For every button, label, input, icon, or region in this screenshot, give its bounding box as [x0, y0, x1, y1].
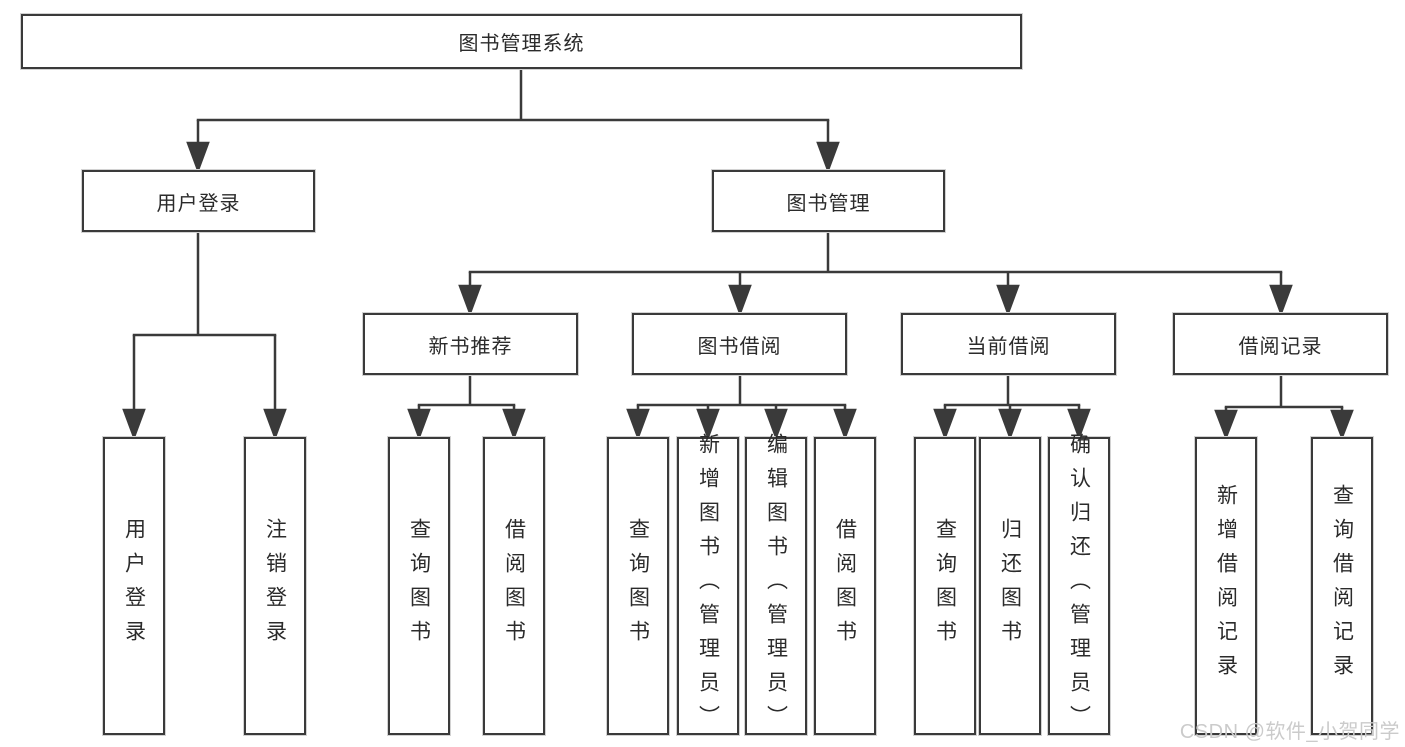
node-label: 图书管理: [786, 192, 871, 215]
node-label: 图书借阅: [697, 335, 782, 358]
leaf-query-borrow-record: 查询借阅记录: [1311, 437, 1373, 735]
leaf-label: 查询图书: [626, 518, 650, 654]
csdn-watermark: CSDN @软件_小贺同学: [1179, 721, 1400, 743]
leaf-logout: 注销登录: [244, 437, 306, 735]
leaf-add-borrow-record: 新增借阅记录: [1195, 437, 1257, 735]
connector-new-book-rec-children: [407, 375, 526, 441]
connector-user-login-children: [122, 232, 287, 441]
node-library-system: 图书管理系统: [21, 14, 1022, 69]
connector-book-borrow-children: [626, 375, 857, 441]
leaf-query-books-current: 查询图书: [914, 437, 976, 735]
node-book-management: 图书管理: [712, 170, 945, 232]
node-label: 用户登录: [156, 192, 241, 215]
leaf-confirm-return-admin: 确认归还（管理员）: [1048, 433, 1110, 739]
node-label: 当前借阅: [966, 335, 1051, 358]
leaf-label: 借阅图书: [833, 518, 857, 654]
connector-current-borrow-children: [933, 375, 1091, 441]
leaf-label: 查询图书: [407, 518, 431, 654]
leaf-edit-books-admin: 编辑图书（管理员）: [745, 433, 807, 739]
leaf-borrow-books: 借阅图书: [814, 437, 876, 735]
node-user-login: 用户登录: [82, 170, 315, 232]
leaf-user-login: 用户登录: [103, 437, 165, 735]
leaf-label: 用户登录: [122, 518, 146, 654]
node-label: 借阅记录: [1238, 335, 1323, 358]
leaf-label: 查询图书: [933, 518, 957, 654]
node-new-book-recommend: 新书推荐: [363, 313, 578, 375]
node-book-borrow: 图书借阅: [632, 313, 847, 375]
leaf-label: 确认归还（管理员）: [1067, 433, 1091, 739]
leaf-label: 编辑图书（管理员）: [764, 433, 788, 739]
leaf-label: 借阅图书: [502, 518, 526, 654]
node-label: 新书推荐: [428, 335, 513, 358]
node-borrow-records: 借阅记录: [1173, 313, 1388, 375]
connector-book-mgmt-groups: [458, 232, 1293, 317]
leaf-label: 查询借阅记录: [1330, 484, 1354, 688]
connector-root-to-level2: [186, 69, 840, 174]
connector-borrow-records-children: [1214, 375, 1354, 441]
leaf-borrow-books-recommend: 借阅图书: [483, 437, 545, 735]
leaf-return-books: 归还图书: [979, 437, 1041, 735]
node-label: 图书管理系统: [458, 33, 585, 55]
leaf-label: 新增借阅记录: [1214, 484, 1238, 688]
leaf-query-books-borrow: 查询图书: [607, 437, 669, 735]
leaf-label: 归还图书: [998, 518, 1022, 654]
leaf-label: 新增图书（管理员）: [696, 433, 720, 739]
leaf-query-books-recommend: 查询图书: [388, 437, 450, 735]
leaf-add-books-admin: 新增图书（管理员）: [677, 433, 739, 739]
node-current-borrow: 当前借阅: [901, 313, 1116, 375]
leaf-label: 注销登录: [263, 518, 287, 654]
